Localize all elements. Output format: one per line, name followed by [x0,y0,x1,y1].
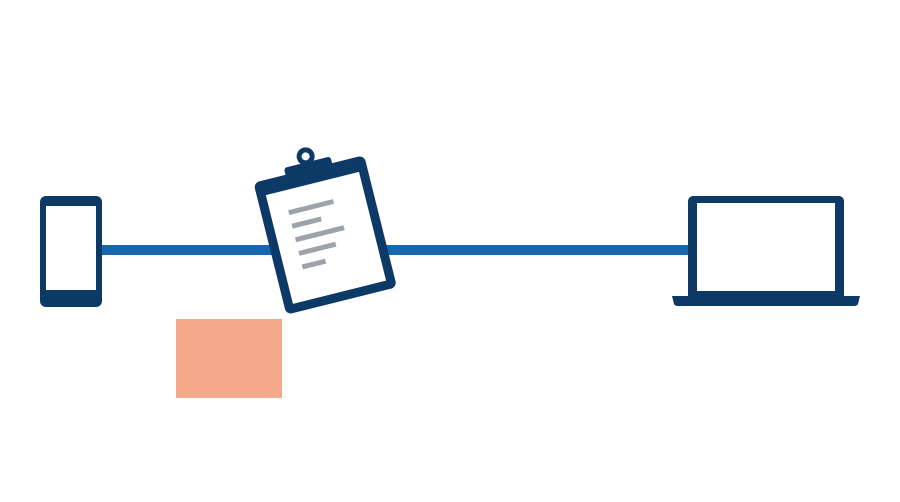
clipboard-clip [284,157,334,183]
clipboard-text-line [301,258,327,270]
laptop-icon [672,196,860,306]
clipboard-text-line [298,241,337,256]
laptop-base [672,296,860,306]
clipboard-icon [254,147,396,314]
clipboard-text-line [294,225,345,243]
smartphone-icon [40,196,102,307]
salmon-block [176,319,282,398]
clipboard-text-line [291,216,322,229]
phone-screen [46,206,96,290]
clipboard-text-lines [288,199,345,270]
clipboard-clip-hole [301,152,310,161]
clipboard-text-line [288,199,334,216]
connection-line [100,245,692,255]
clipboard-paper [265,171,387,304]
laptop-screen [697,203,835,291]
